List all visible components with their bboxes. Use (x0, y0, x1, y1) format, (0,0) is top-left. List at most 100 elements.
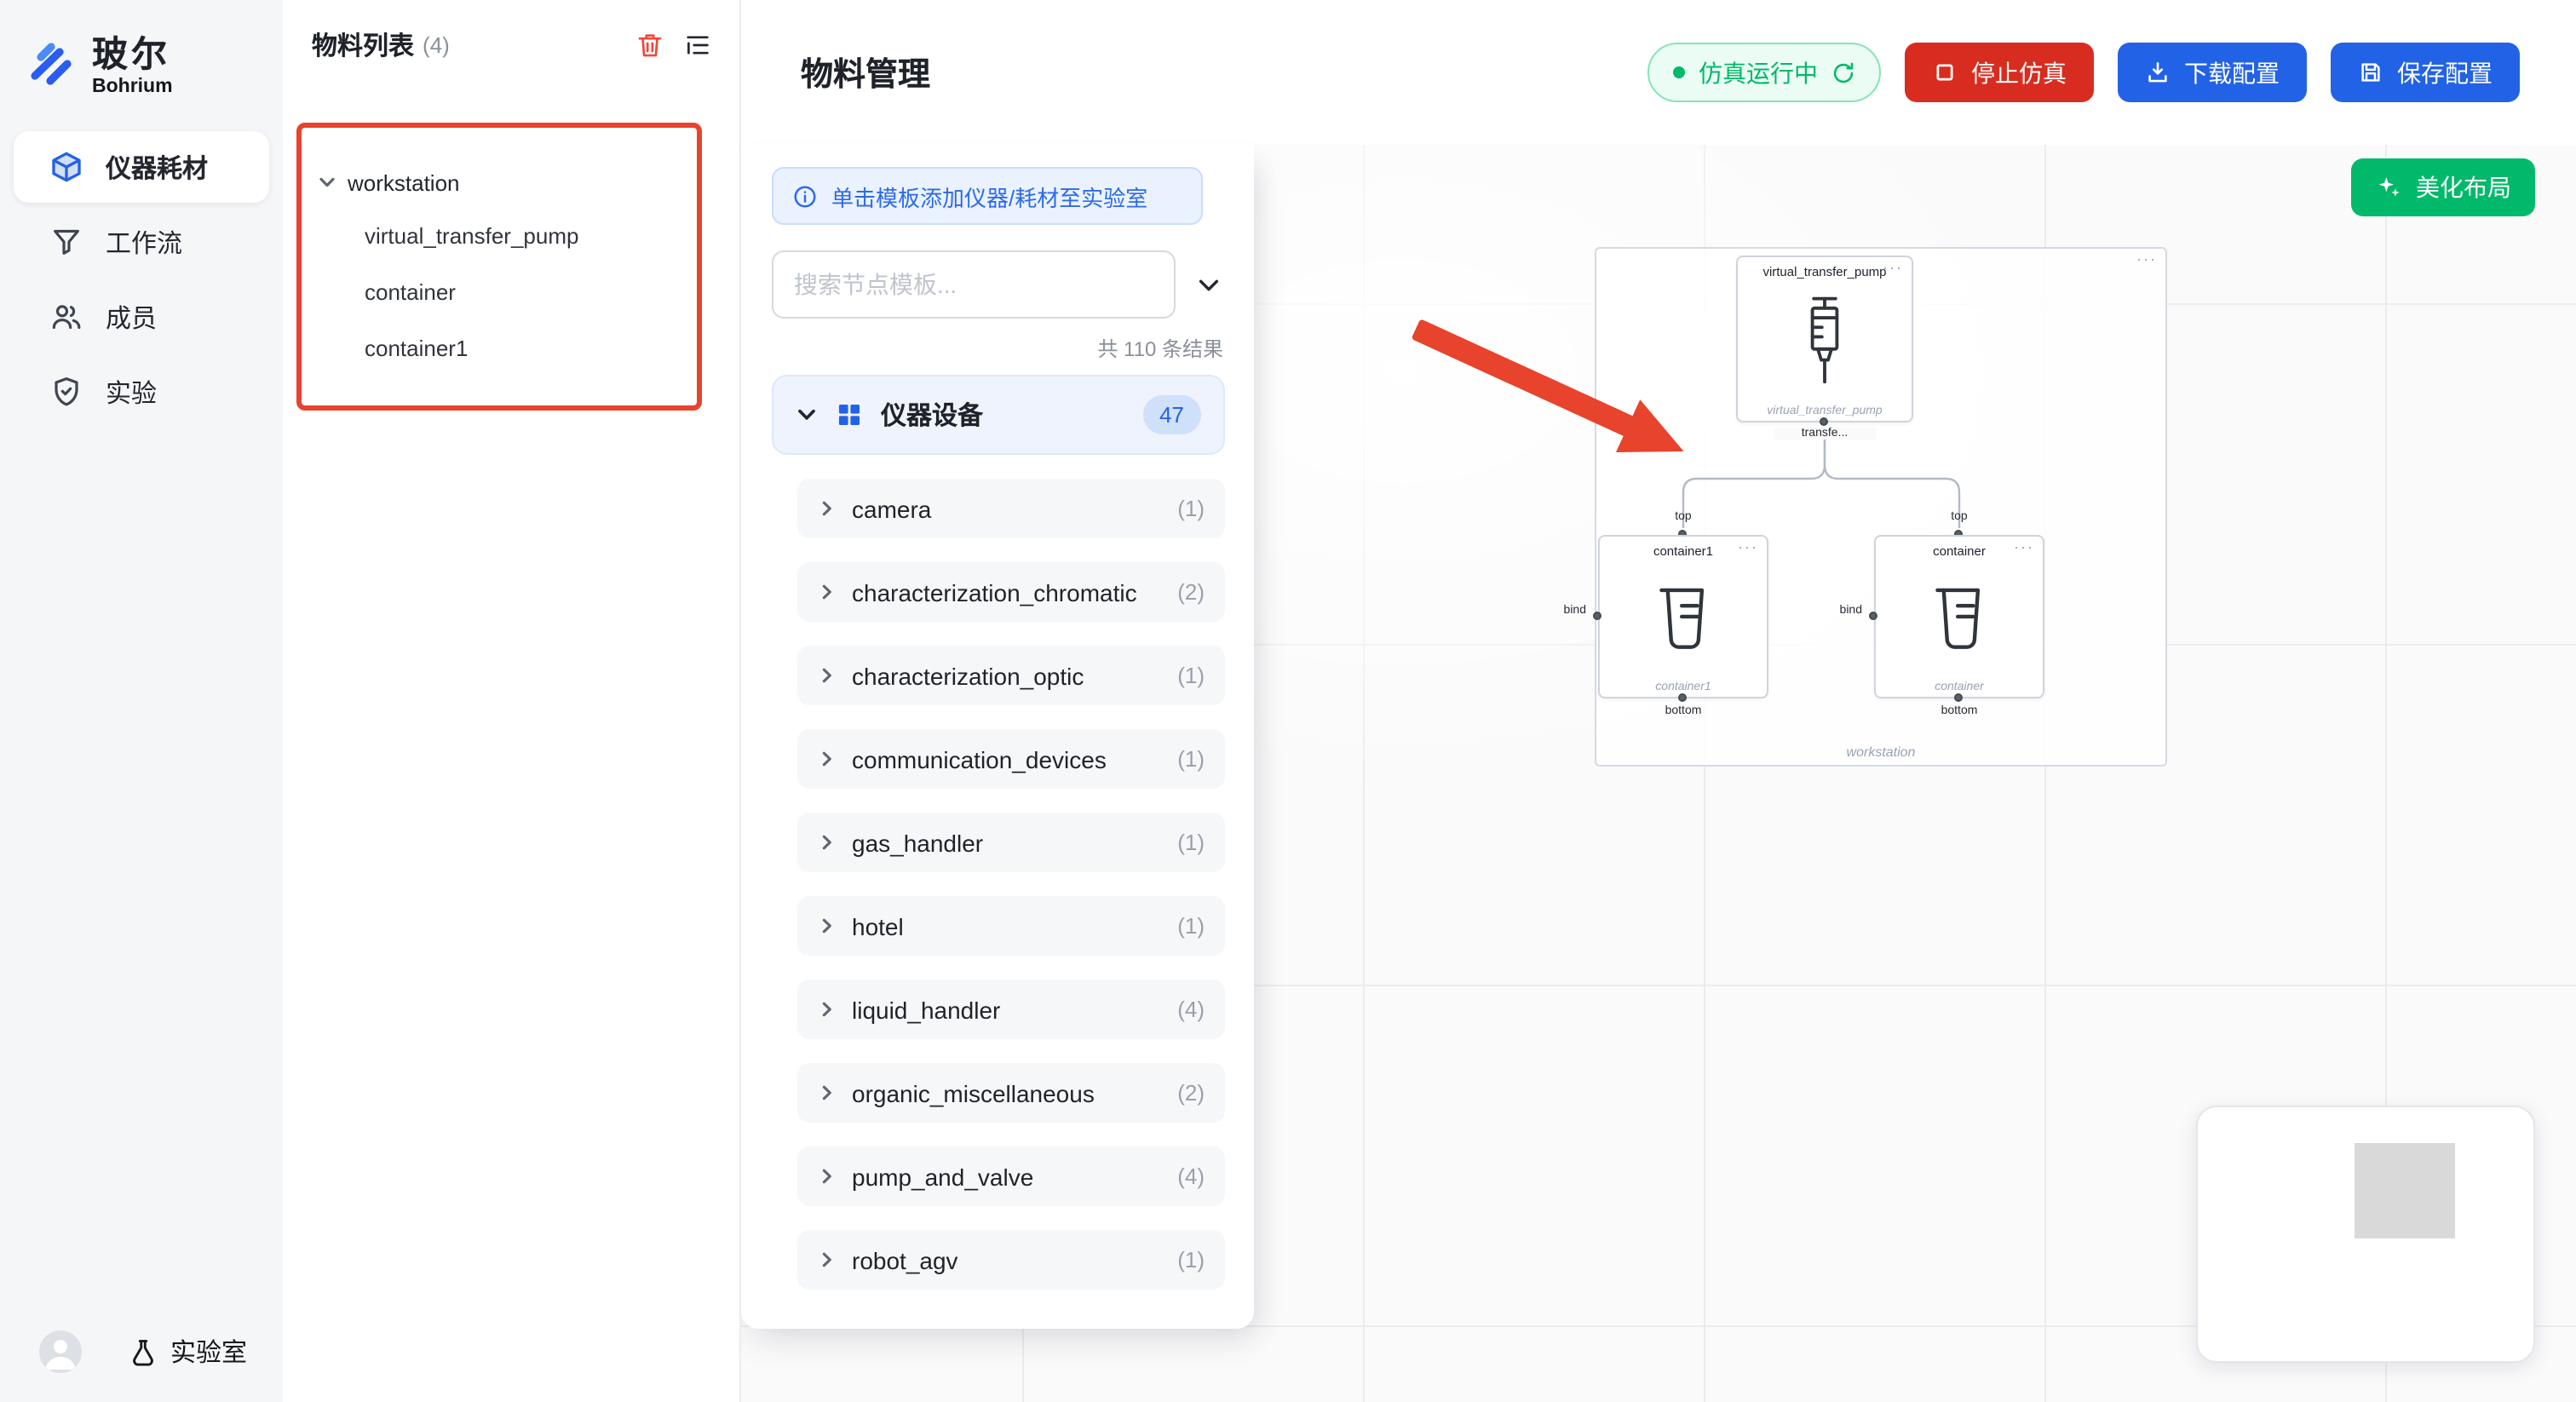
node-title: container1 (1653, 543, 1714, 559)
stop-icon (1936, 64, 1953, 81)
node-title: container (1933, 543, 1986, 559)
beaker-icon (1659, 588, 1705, 649)
section-title: 仪器设备 (881, 402, 984, 431)
template-item-organic-miscellaneous[interactable]: organic_miscellaneous (2) (797, 1063, 1225, 1123)
stop-button-label: 停止仿真 (1971, 59, 2067, 86)
lab-entry-label: 实验室 (170, 1339, 248, 1368)
more-menu-icon[interactable]: ··· (2136, 250, 2157, 267)
banner-text: 单击模板添加仪器/耗材至实验室 (831, 185, 1148, 210)
sidebar-item-instruments[interactable]: 仪器耗材 (14, 131, 269, 203)
refresh-icon[interactable] (1831, 60, 1855, 84)
funnel-icon (54, 229, 79, 255)
collapse-all-toggle[interactable] (1196, 272, 1222, 297)
template-item-hotel[interactable]: hotel (1) (797, 896, 1225, 956)
main-header: 物料管理 仿真运行中 停止仿真 (741, 0, 2576, 145)
section-instrument-equipment[interactable]: 仪器设备 47 (772, 375, 1225, 455)
minimap-viewport-rect[interactable] (2355, 1143, 2455, 1238)
template-item-count: (2) (1177, 579, 1205, 605)
port-pump-bottom[interactable] (1820, 417, 1828, 426)
more-menu-icon[interactable]: ··· (1738, 538, 1758, 555)
node-container[interactable]: container ··· container (1874, 535, 2044, 698)
chevron-down-icon (798, 409, 815, 420)
template-item-count: (4) (1177, 1164, 1205, 1189)
port-container-bind[interactable] (1869, 612, 1877, 620)
template-search-input[interactable] (772, 250, 1176, 319)
template-item-pump-and-valve[interactable]: pump_and_valve (4) (797, 1146, 1225, 1206)
members-icon (52, 305, 81, 330)
template-item-label: pump_and_valve (852, 1163, 1034, 1190)
trash-icon[interactable] (635, 31, 664, 60)
download-config-button[interactable]: 下载配置 (2118, 43, 2307, 102)
template-item-characterization-optic[interactable]: characterization_optic (1) (797, 646, 1225, 705)
tree-node-workstation[interactable]: workstation (317, 158, 719, 206)
template-search-row (772, 250, 1225, 319)
material-list-panel: 物料列表 (4) workstation virtual_transfer_pu… (283, 0, 741, 1402)
results-count: 共 110 条结果 (1097, 337, 1223, 361)
template-item-label: characterization_chromatic (852, 578, 1137, 606)
header-actions: 仿真运行中 停止仿真 下载配置 (1647, 43, 2520, 102)
material-list-header: 物料列表 (4) (283, 0, 739, 63)
chevron-right-icon (822, 918, 831, 934)
tree-view-icon[interactable] (683, 31, 712, 60)
main-area: ··· workstation virtual_transfer_pump ··… (741, 0, 2576, 1402)
sidebar-item-members[interactable]: 成员 (14, 281, 269, 353)
template-item-camera[interactable]: camera (1) (797, 479, 1225, 538)
node-container1[interactable]: container1 ··· container1 (1598, 535, 1768, 698)
template-item-count: (4) (1177, 997, 1205, 1022)
template-item-characterization-chromatic[interactable]: characterization_chromatic (2) (797, 562, 1225, 622)
stop-simulation-button[interactable]: 停止仿真 (1905, 43, 2094, 102)
chevron-right-icon (822, 584, 831, 600)
logo-subtitle: Bohrium (92, 77, 173, 97)
template-item-count: (1) (1177, 1247, 1205, 1273)
template-item-label: gas_handler (852, 829, 984, 856)
save-config-button[interactable]: 保存配置 (2331, 43, 2520, 102)
sidebar-item-workflow[interactable]: 工作流 (14, 206, 269, 278)
template-item-communication-devices[interactable]: communication_devices (1) (797, 729, 1225, 789)
sidebar-item-label: 仪器耗材 (106, 154, 209, 183)
node-virtual-transfer-pump[interactable]: virtual_transfer_pump ··· virtual_transf… (1736, 256, 1913, 422)
chevron-right-icon (822, 1002, 831, 1017)
sidebar: 玻尔 Bohrium 仪器耗材 工作流 (0, 0, 283, 1402)
user-avatar[interactable] (39, 1330, 82, 1373)
template-item-label: characterization_optic (852, 662, 1084, 689)
material-list-title: 物料列表 (312, 32, 415, 61)
beautify-layout-button[interactable]: 美化布局 (2351, 158, 2535, 216)
lab-entry[interactable]: 实验室 (128, 1334, 247, 1370)
material-list-actions (635, 31, 712, 60)
app-logo: 玻尔 Bohrium (0, 0, 283, 124)
minimap[interactable] (2196, 1106, 2535, 1363)
port-label-bind: bind (1563, 605, 1586, 617)
template-item-count: (1) (1177, 830, 1205, 855)
chevron-right-icon (822, 1085, 831, 1100)
more-menu-icon[interactable]: ··· (2014, 538, 2034, 555)
tree-node-container[interactable]: container (317, 264, 719, 319)
node-sublabel: virtual_transfer_pump (1767, 405, 1883, 417)
person-icon (45, 1340, 76, 1370)
beaker-icon (1935, 588, 1981, 649)
port-container1-bind[interactable] (1593, 612, 1601, 620)
chevron-down-icon (319, 177, 335, 187)
template-item-label: hotel (852, 912, 904, 939)
cube-icon (52, 152, 81, 182)
template-item-label: communication_devices (852, 745, 1107, 773)
tree-node-label: workstation (348, 170, 460, 195)
template-item-gas-handler[interactable]: gas_handler (1) (797, 813, 1225, 872)
tree-node-label: virtual_transfer_pump (365, 222, 579, 248)
sidebar-nav: 仪器耗材 工作流 成员 (0, 124, 283, 434)
tree-node-container1[interactable]: container1 (317, 320, 719, 375)
template-item-label: camera (852, 495, 932, 522)
template-item-label: organic_miscellaneous (852, 1079, 1095, 1106)
port-label-top: top (1951, 511, 1968, 523)
save-icon (2361, 63, 2380, 82)
sidebar-item-experiments[interactable]: 实验 (14, 356, 269, 428)
sidebar-item-label: 实验 (106, 379, 158, 408)
simulation-status-pill[interactable]: 仿真运行中 (1647, 43, 1881, 102)
more-menu-icon[interactable]: ··· (1883, 259, 1903, 276)
tree-node-virtual-transfer-pump[interactable]: virtual_transfer_pump (317, 208, 719, 262)
logo-title: 玻尔 (92, 36, 170, 75)
port-container-bottom[interactable] (1954, 693, 1963, 702)
template-item-robot-agv[interactable]: robot_agv (1) (797, 1230, 1225, 1290)
template-item-liquid-handler[interactable]: liquid_handler (4) (797, 980, 1225, 1039)
port-container1-bottom[interactable] (1678, 693, 1687, 702)
